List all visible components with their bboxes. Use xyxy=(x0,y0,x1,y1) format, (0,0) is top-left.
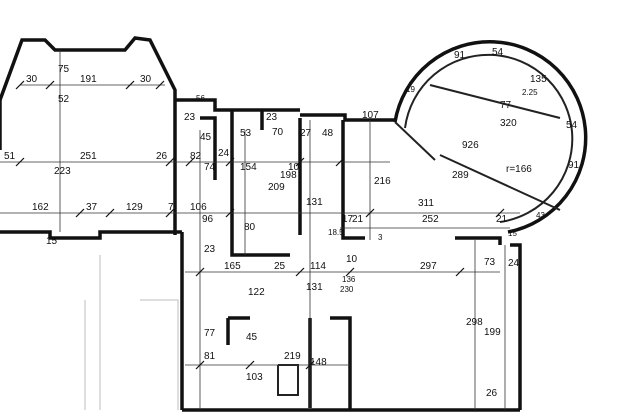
dim-label: 27 xyxy=(300,128,312,139)
dim-label: 51 xyxy=(4,151,16,162)
dimension-ticks xyxy=(15,80,505,370)
bathroom-fixture xyxy=(277,364,299,396)
dim-label: 223 xyxy=(54,166,71,177)
dim-label: 311 xyxy=(418,198,434,209)
dim-label: 25 xyxy=(274,261,286,272)
round-tower-inner xyxy=(404,53,574,223)
dimension-lines xyxy=(0,50,520,410)
dim-label: 70 xyxy=(272,127,284,138)
dim-label: 91 xyxy=(454,50,466,61)
room-wall-c xyxy=(230,110,290,257)
dim-label: 107 xyxy=(362,110,379,121)
dim-label: 54 xyxy=(492,47,504,58)
dim-label: 54 xyxy=(566,120,578,131)
dim-label: 103 xyxy=(246,372,263,383)
dimension-labels: 30 75 191 30 52 56 23 45 53 23 70 27 48 … xyxy=(4,47,580,399)
background-line-c xyxy=(140,299,179,410)
dim-label: 7 xyxy=(168,202,174,213)
dim-label: 3 xyxy=(378,233,383,242)
dim-label: 80 xyxy=(244,222,256,233)
dim-label: 154 xyxy=(240,162,257,173)
dim-label: 23 xyxy=(204,244,216,255)
dim-label: 320 xyxy=(500,118,517,129)
dim-label: 15 xyxy=(508,229,517,238)
tower-diagonal-b xyxy=(429,84,561,119)
top-wall-right xyxy=(300,113,395,122)
dim-label: 21 xyxy=(352,214,364,225)
dim-label: 96 xyxy=(202,214,214,225)
dim-label: 24 xyxy=(218,148,230,159)
room-wall-l xyxy=(330,316,352,410)
dim-label: 165 xyxy=(224,261,241,272)
dim-label: 82 xyxy=(190,151,202,162)
dim-label: 135 xyxy=(530,74,547,85)
dim-label: 91 xyxy=(568,160,580,171)
dim-label: 81 xyxy=(204,351,216,362)
dim-label: 131 xyxy=(306,197,323,208)
dim-label: 129 xyxy=(126,202,143,213)
dim-label: 15 xyxy=(46,236,58,247)
dim-label: 216 xyxy=(374,176,391,187)
dim-label: 114 xyxy=(310,261,326,272)
top-exterior-wall xyxy=(175,98,300,112)
dim-label: 75 xyxy=(58,64,70,75)
dim-label: 19 xyxy=(406,85,415,94)
dim-label: 77 xyxy=(204,328,216,339)
dim-label: 251 xyxy=(80,151,97,162)
tower-diagonal-a xyxy=(394,121,436,161)
tower-diagonal-c xyxy=(439,154,561,211)
dim-label: 26 xyxy=(486,388,498,399)
dim-label: 148 xyxy=(310,357,327,368)
dim-label: 18.5 xyxy=(328,228,344,237)
dim-label: 74 xyxy=(204,162,216,173)
dim-label: 10 xyxy=(288,162,300,173)
dim-label: 230 xyxy=(340,285,354,294)
room-wall-g xyxy=(0,230,182,240)
dim-label: 56 xyxy=(196,94,205,103)
dim-label: 199 xyxy=(484,327,501,338)
room-wall-b xyxy=(200,116,217,180)
room-wall-n xyxy=(510,243,522,410)
dim-label: 2.25 xyxy=(522,88,538,97)
dim-label: 23 xyxy=(184,112,196,123)
dim-label: 298 xyxy=(466,317,483,328)
dim-label: 52 xyxy=(58,94,70,105)
dim-label: 73 xyxy=(484,257,496,268)
dim-label: r=166 xyxy=(506,164,532,175)
dim-label: 209 xyxy=(268,182,285,193)
dim-label: 252 xyxy=(422,214,439,225)
dim-label: 926 xyxy=(462,140,479,151)
dim-label: 37 xyxy=(86,202,98,213)
dim-label: 30 xyxy=(140,74,152,85)
dim-label: 10 xyxy=(346,254,358,265)
dim-label: 162 xyxy=(32,202,49,213)
dim-label: 198 xyxy=(280,170,297,181)
dim-label: 48 xyxy=(322,128,334,139)
dim-label: 219 xyxy=(284,351,301,362)
dim-label: 122 xyxy=(248,287,265,298)
dim-label: 289 xyxy=(452,170,469,181)
dim-label: 136 xyxy=(342,275,356,284)
bay-window-wall xyxy=(0,36,177,128)
dim-label: 17 xyxy=(342,214,354,225)
dim-label: 191 xyxy=(80,74,97,85)
dim-label: 45 xyxy=(200,132,212,143)
dim-label: 77 xyxy=(500,100,512,111)
dim-label: 106 xyxy=(190,202,207,213)
dim-label: 30 xyxy=(26,74,38,85)
dim-label: 21 xyxy=(496,214,508,225)
dim-label: 297 xyxy=(420,261,437,272)
dim-label: 53 xyxy=(240,128,252,139)
round-tower-outer xyxy=(393,40,588,234)
dim-label: 23 xyxy=(266,112,278,123)
dim-label: 131 xyxy=(306,282,323,293)
room-wall-m xyxy=(455,236,502,245)
dim-label: 45 xyxy=(246,332,258,343)
dim-label: 26 xyxy=(156,151,168,162)
dim-label: 43 xyxy=(536,211,545,220)
dim-label: 24 xyxy=(508,258,520,269)
